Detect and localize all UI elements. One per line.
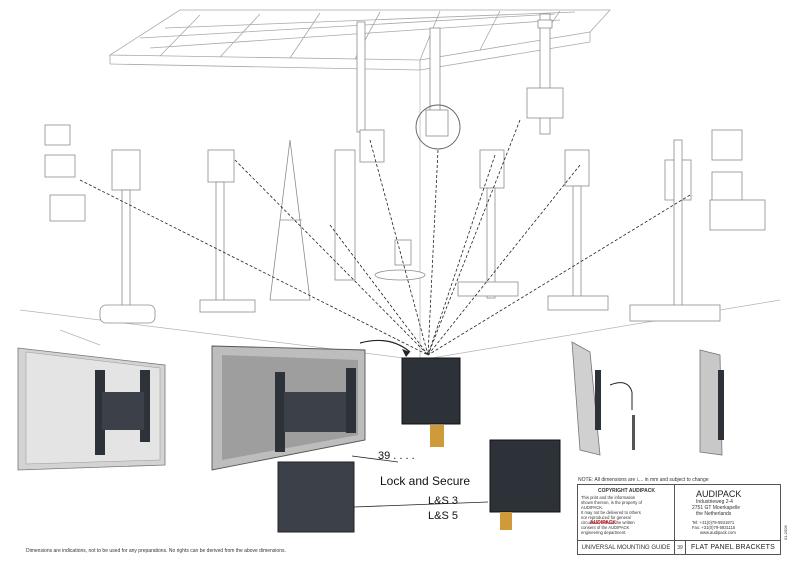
address-line: Industrieweg 2-4 — [696, 499, 733, 505]
copyright-line: AUDIPACK. — [581, 505, 604, 510]
copyright-line: shown thereon, is the property of — [581, 500, 642, 505]
ls5-callout: L&S 5 — [428, 510, 458, 522]
arrow-curve — [359, 339, 411, 353]
screen-front-view — [17, 347, 166, 471]
guide-name: UNIVERSAL MOUNTING GUIDE — [578, 541, 675, 555]
title-block-bottom-row: UNIVERSAL MOUNTING GUIDE 39 FLAT PANEL B… — [578, 540, 780, 555]
title-block: COPYRIGHT AUDIPACK This print and the in… — [577, 484, 781, 555]
copyright-cell: COPYRIGHT AUDIPACK This print and the in… — [578, 485, 675, 540]
web-text: www.audipack.com — [700, 530, 736, 535]
logo-wordmark: AUDIPACK — [590, 520, 617, 526]
copyright-heading: COPYRIGHT AUDIPACK — [598, 488, 655, 494]
phone-text: Tel: +31(0)79-5931971 — [692, 520, 735, 525]
company-name: AUDIPACK — [696, 489, 742, 499]
bracket-ls5-unit — [489, 439, 561, 530]
copyright-line: circulation without the written — [581, 520, 635, 525]
side-views — [571, 341, 724, 456]
bracket-lock-unit — [401, 357, 461, 447]
copyright-line: engineering department. — [581, 530, 627, 535]
detail-circle — [415, 104, 461, 150]
ceiling-poles — [356, 13, 564, 163]
side-code: 01-2006 — [783, 525, 788, 540]
disclaimer-note: Dimensions are indications, not to be us… — [26, 548, 286, 554]
address-line: the Netherlands — [696, 511, 732, 517]
arrow-head — [402, 349, 410, 357]
address-line: 2751 GT Moerkapelle — [692, 505, 740, 511]
fax-text: Fax: +31(0)79-5931115 — [692, 525, 736, 530]
part-number-callout: 39 . . . . — [378, 450, 415, 462]
copyright-line: consent of the AUDIPACK — [581, 525, 630, 530]
bracket-ls3-plate — [277, 461, 355, 533]
drawing-title: FLAT PANEL BRACKETS — [690, 544, 776, 551]
lock-secure-callout: Lock and Secure — [380, 474, 471, 488]
copyright-line: This print and the information — [581, 495, 636, 500]
sheet-number: 39 — [675, 541, 686, 555]
leader-lines — [79, 119, 691, 356]
ls3-callout: L&S 3 — [428, 495, 458, 507]
floor-stands — [44, 124, 766, 324]
screen-perspective-view — [211, 345, 366, 471]
copyright-line: nor reproduced for general — [581, 515, 631, 520]
dimensions-note: NOTE: All dimensions are i.... in mm and… — [578, 477, 709, 483]
copyright-line: It may not be delivered to others — [581, 510, 641, 515]
